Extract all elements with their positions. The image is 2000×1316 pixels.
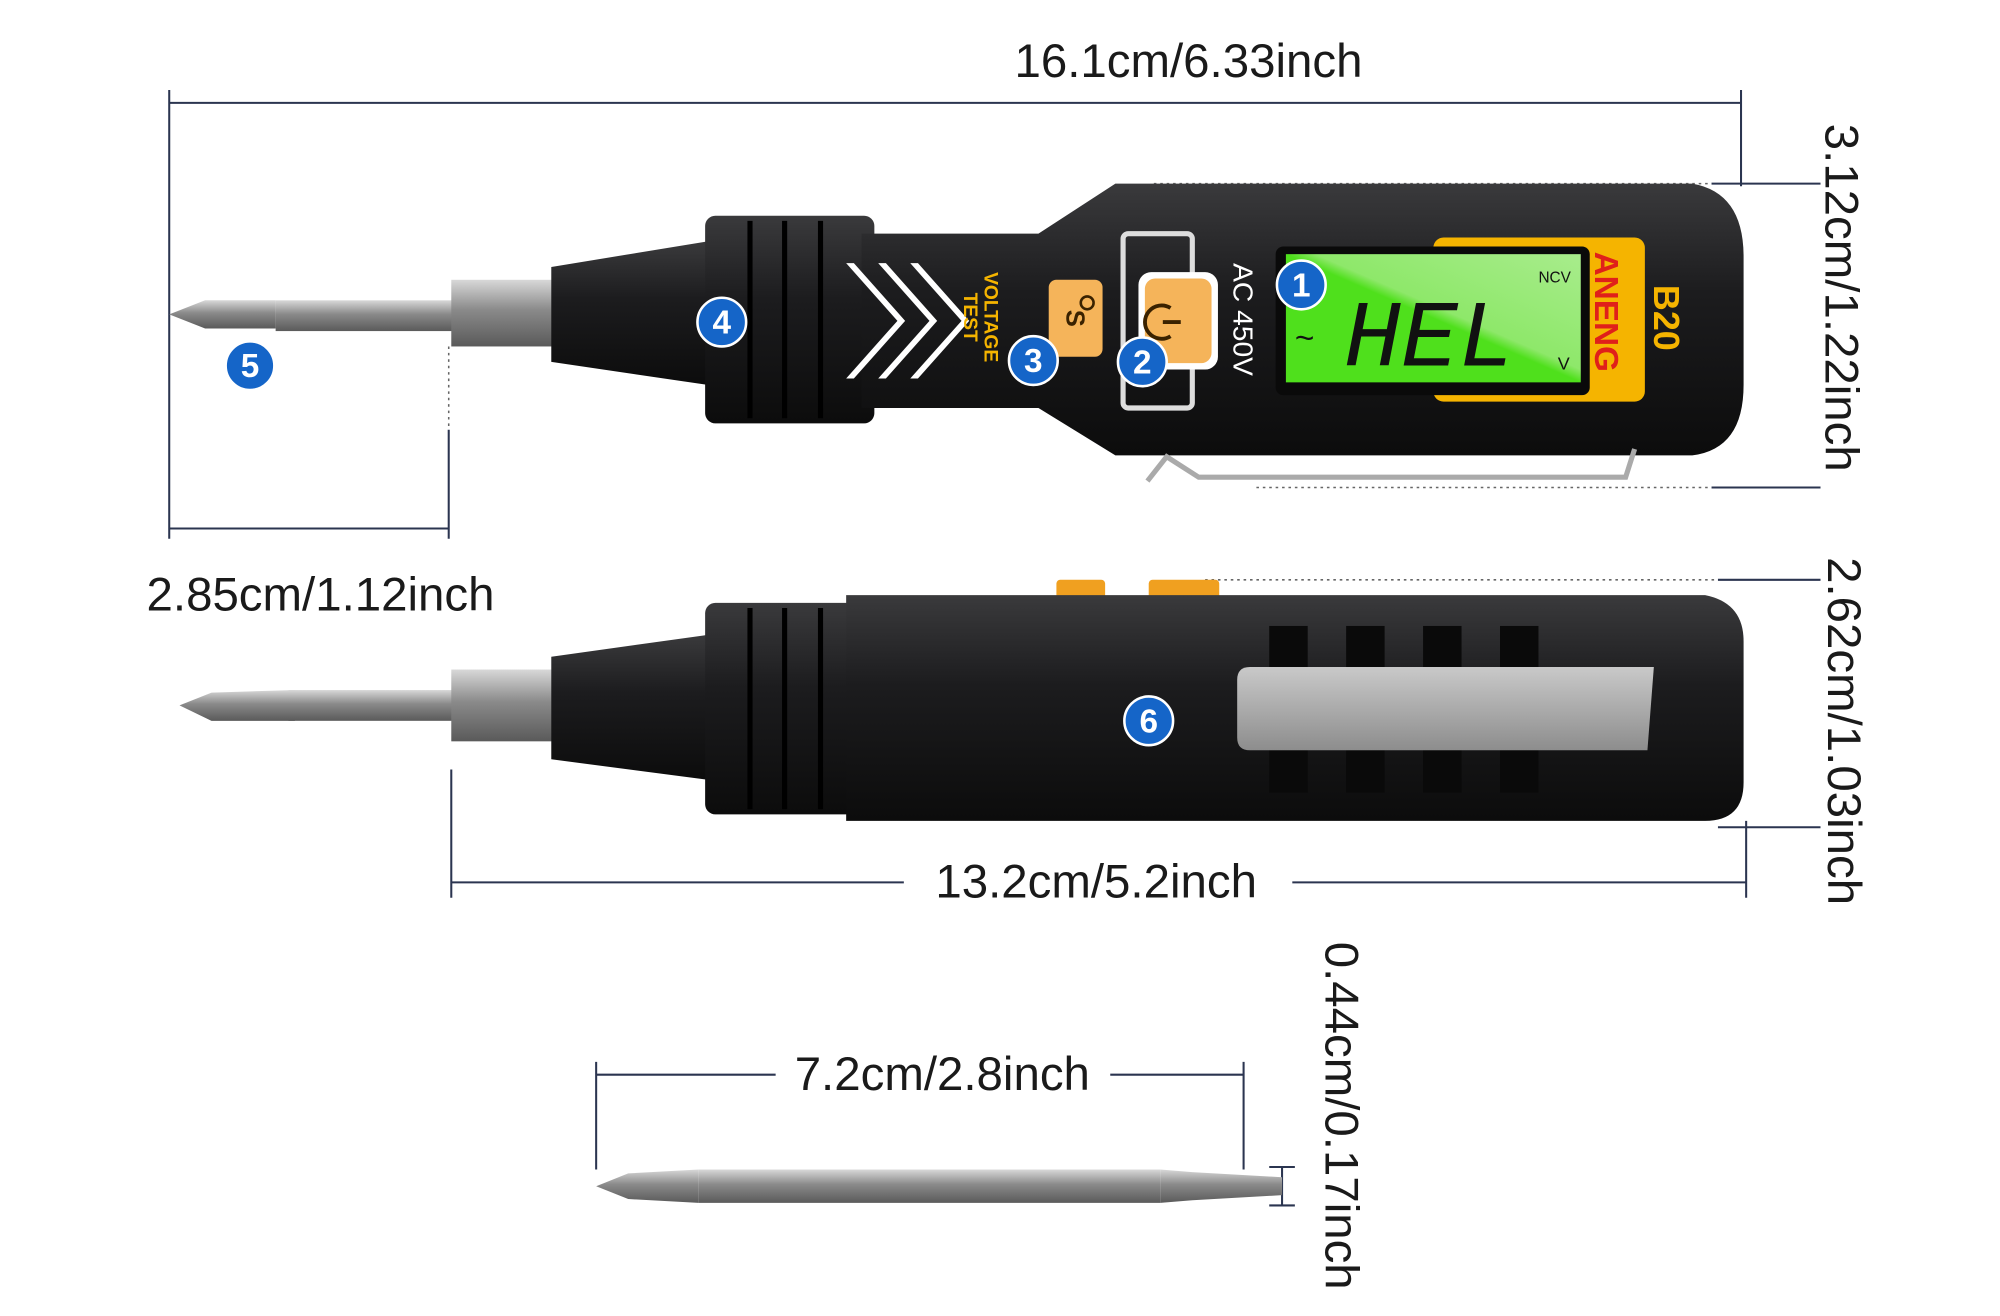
metal-collar xyxy=(451,279,554,347)
head-height-label: 3.12cm/1.22inch xyxy=(1815,124,1868,472)
dimension-bit-exposed: 2.85cm/1.12inch xyxy=(147,346,495,622)
lcd-screen xyxy=(1285,254,1581,383)
rating-label: AC 450V xyxy=(1227,263,1259,376)
svg-text:1: 1 xyxy=(1292,267,1311,304)
nose-cone xyxy=(551,241,708,385)
tester-front-view: VOLTAGE TEST S AC 450V ~ HEL NCV V ANENG… xyxy=(169,183,1744,483)
dimension-body-length: 13.2cm/5.2inch xyxy=(450,769,1748,909)
screwdriver-bit-tip xyxy=(169,300,276,329)
svg-text:5: 5 xyxy=(241,348,260,385)
callout-badge-3: 3 xyxy=(1007,334,1059,387)
lcd-ac-symbol: ~ xyxy=(1295,320,1314,357)
bit-diameter-label: 0.44cm/0.17inch xyxy=(1315,942,1368,1290)
bit-exposed-label: 2.85cm/1.12inch xyxy=(147,569,495,622)
side-button-power[interactable] xyxy=(1148,579,1220,601)
tester-side-view xyxy=(179,579,1744,821)
callout-badge-5: 5 xyxy=(224,340,276,392)
total-length-label: 16.1cm/6.33inch xyxy=(1014,35,1362,88)
brand-logo: ANENG xyxy=(1587,252,1624,372)
model-label: B20 xyxy=(1646,285,1686,351)
dimension-side-height: 2.62cm/1.03inch xyxy=(1205,557,1870,905)
voltage-label: VOLTAGE xyxy=(980,272,1001,362)
lcd-reading: HEL xyxy=(1344,288,1515,395)
lcd-unit: V xyxy=(1558,354,1570,374)
belt-clip xyxy=(1237,666,1654,751)
dimension-head-height: 3.12cm/1.22inch xyxy=(1153,124,1868,489)
side-button-s[interactable] xyxy=(1056,579,1106,601)
bit-shaft xyxy=(275,300,456,332)
callout-badge-1: 1 xyxy=(1275,259,1327,311)
spare-double-bit xyxy=(596,1169,1283,1203)
callout-badge-4: 4 xyxy=(696,296,748,348)
svg-text:4: 4 xyxy=(713,305,732,342)
s-button-label: S xyxy=(1061,310,1089,327)
side-height-label: 2.62cm/1.03inch xyxy=(1817,557,1870,905)
dimension-bit-length: 7.2cm/2.8inch xyxy=(595,1048,1245,1170)
svg-text:3: 3 xyxy=(1024,343,1043,380)
callout-badge-6: 6 xyxy=(1123,695,1175,747)
body-length-label: 13.2cm/5.2inch xyxy=(935,856,1257,909)
callout-badge-2: 2 xyxy=(1116,336,1168,388)
lcd-ncv: NCV xyxy=(1538,269,1571,286)
svg-text:6: 6 xyxy=(1139,703,1158,740)
pocket-clip-top xyxy=(1145,448,1638,483)
test-label: TEST xyxy=(959,293,980,342)
flashlight-icon xyxy=(1079,295,1095,311)
flashlight-s-button[interactable]: S xyxy=(1048,279,1103,357)
dimension-total-length: 16.1cm/6.33inch xyxy=(168,35,1743,539)
svg-text:2: 2 xyxy=(1133,344,1152,381)
dimension-bit-diameter: 0.44cm/0.17inch xyxy=(1269,942,1368,1290)
power-icon xyxy=(1143,303,1181,341)
bit-length-label: 7.2cm/2.8inch xyxy=(795,1048,1090,1101)
